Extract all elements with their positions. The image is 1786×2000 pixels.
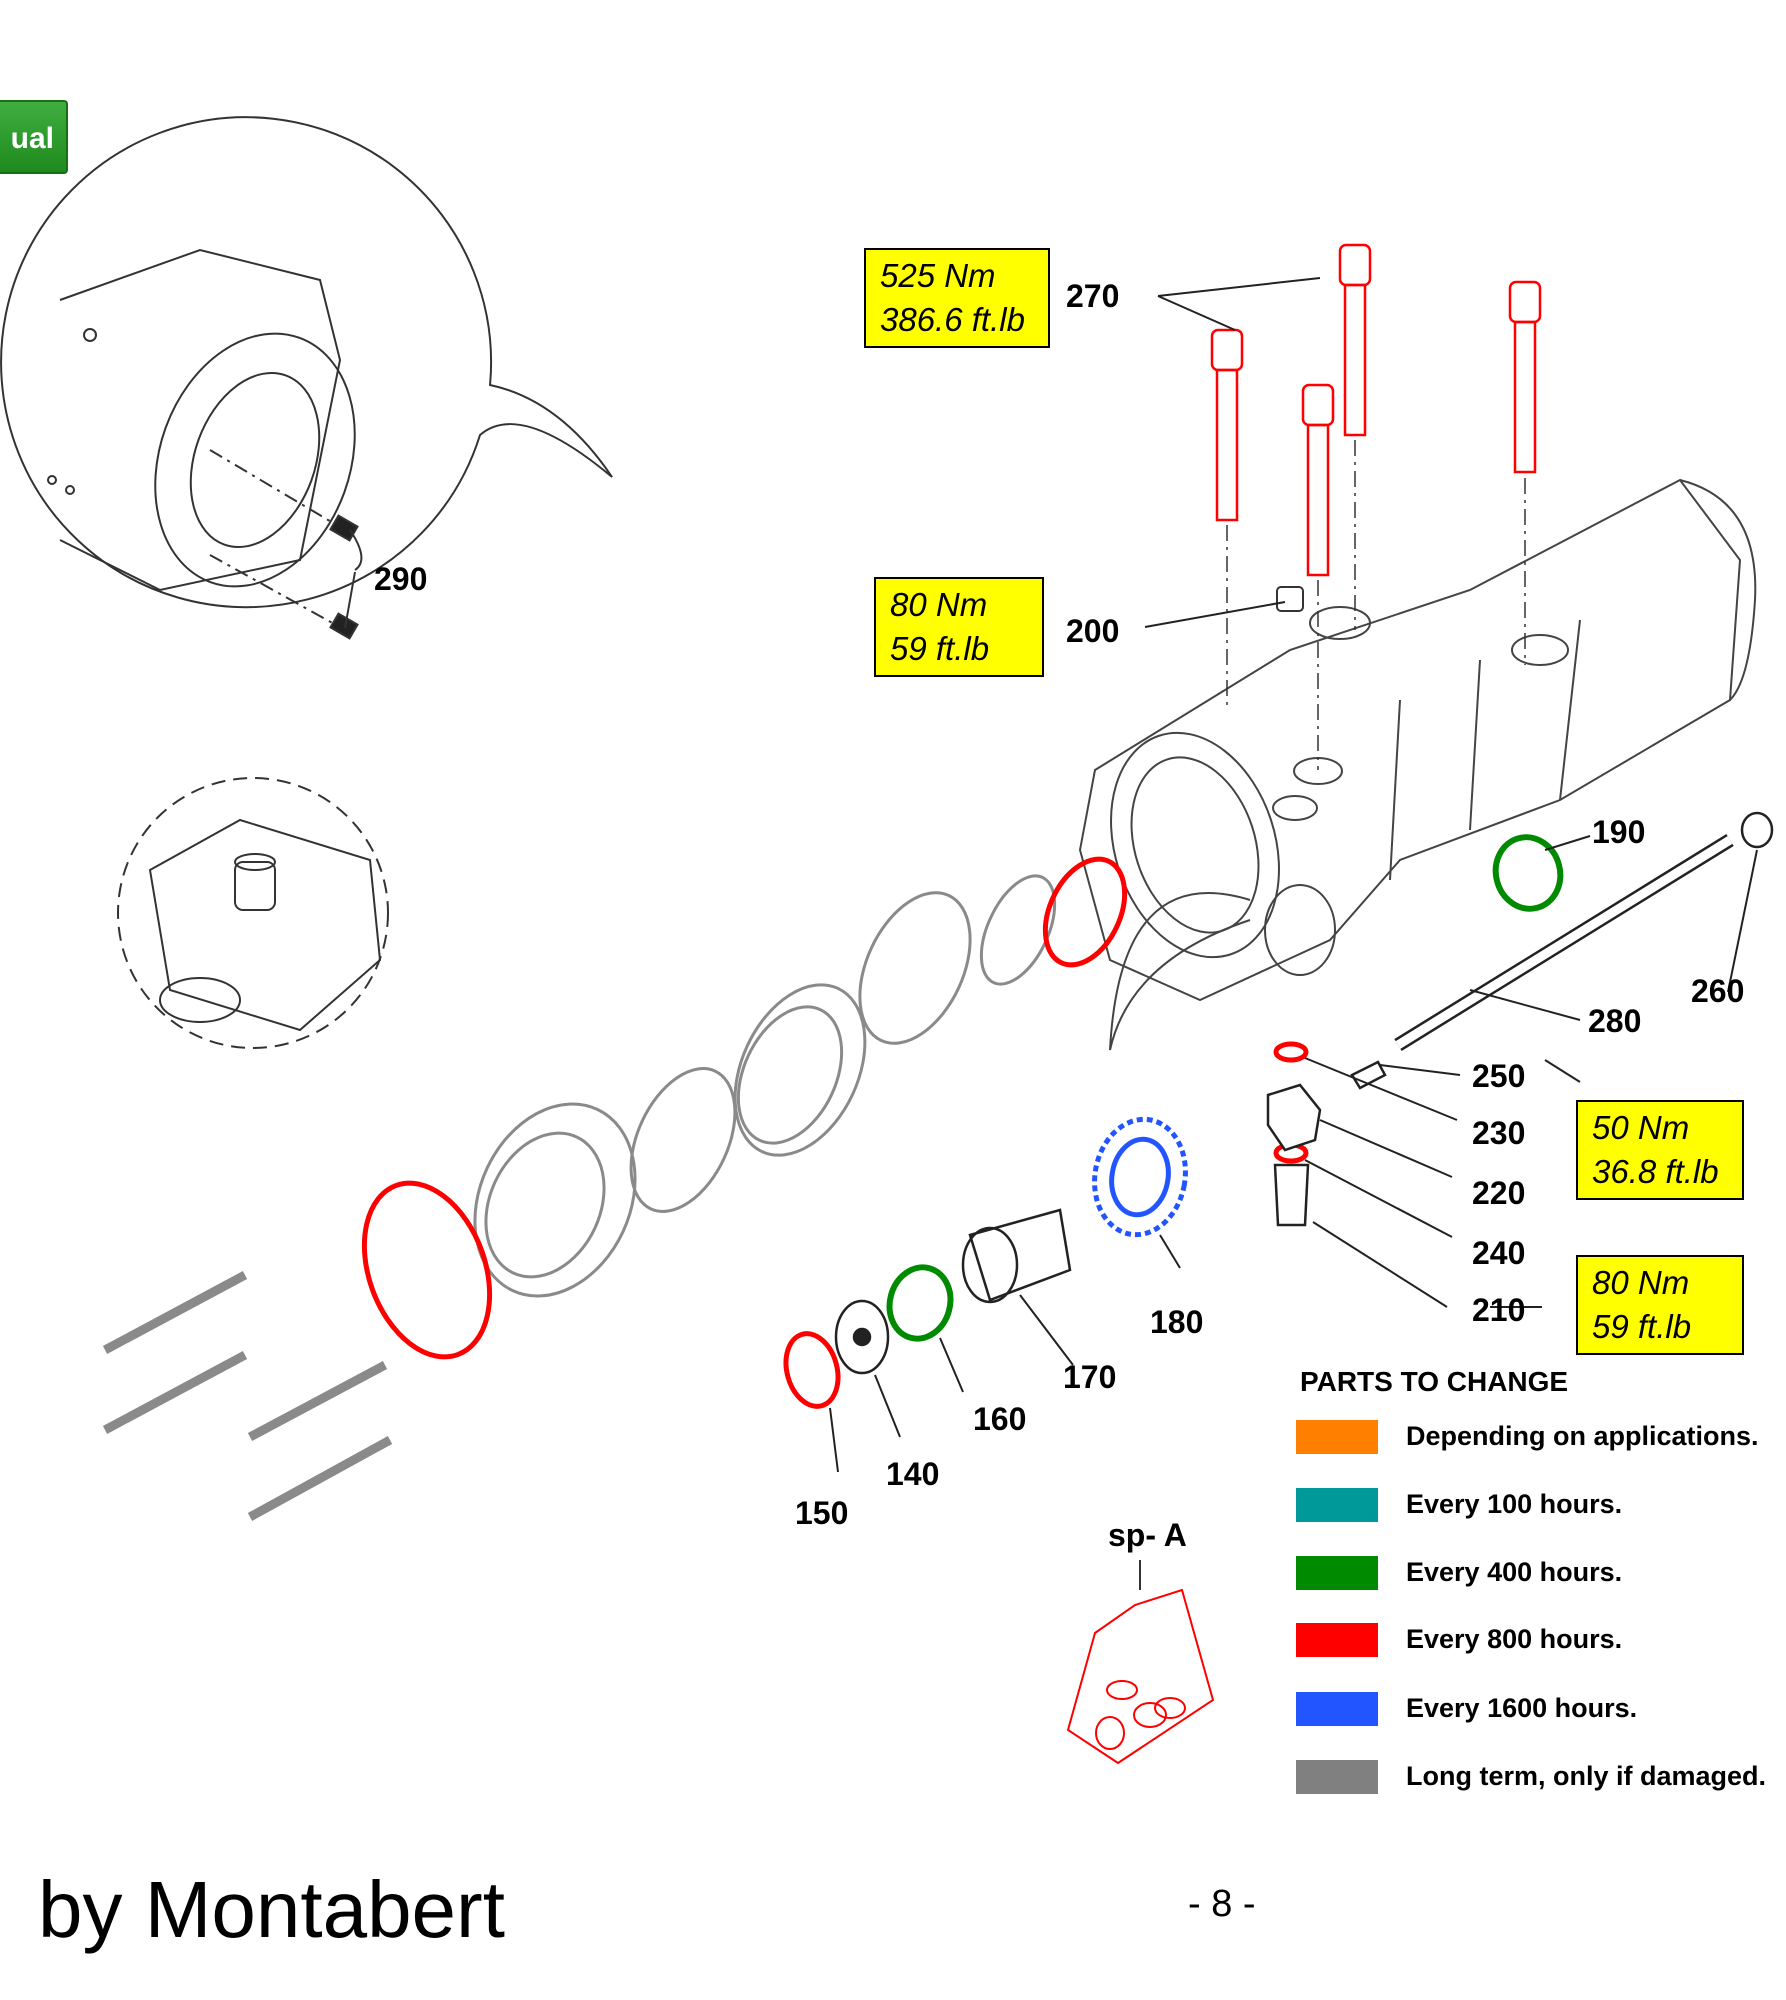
part-label-180: 180 — [1150, 1304, 1204, 1340]
special-kit-label: sp- A — [1108, 1517, 1187, 1553]
part-label-230: 230 — [1472, 1115, 1526, 1151]
footer-brand: by Montabert — [38, 1865, 505, 1954]
torque-box-270: 525 Nm 386.6 ft.lb — [864, 248, 1050, 348]
torque-nm-200: 80 Nm — [890, 586, 988, 623]
torque-nm-270: 525 Nm — [880, 257, 996, 294]
legend-swatch-blue — [1296, 1692, 1378, 1726]
tie-rods — [102, 1271, 393, 1521]
torque-ftlb-210: 59 ft.lb — [1592, 1308, 1692, 1345]
legend-label: Every 800 hours. — [1406, 1624, 1623, 1654]
o-rings-red — [361, 856, 1309, 1409]
part-label-190: 190 — [1592, 814, 1646, 850]
legend-label: Long term, only if damaged. — [1406, 1761, 1767, 1791]
legend-label: Every 100 hours. — [1406, 1489, 1623, 1519]
torque-ftlb-200: 59 ft.lb — [890, 630, 990, 667]
gearbox-housing — [1078, 478, 1757, 1051]
manual-tab-button[interactable]: ual — [0, 100, 68, 174]
bolt-centerlines — [1226, 440, 1526, 770]
torque-nm-250: 50 Nm — [1592, 1109, 1690, 1146]
special-kit-bag — [1066, 1560, 1215, 1765]
internal-gears-gray — [473, 874, 1057, 1298]
part-label-210: 210 — [1472, 1292, 1526, 1328]
part-label-280: 280 — [1588, 1003, 1642, 1039]
legend-title: PARTS TO CHANGE — [1300, 1366, 1569, 1397]
legend-label: Every 1600 hours. — [1406, 1693, 1638, 1723]
plug-200 — [1276, 586, 1304, 612]
part-label-160: 160 — [973, 1401, 1027, 1437]
torque-nm-210: 80 Nm — [1592, 1264, 1690, 1301]
detail-view-magnifier — [0, 116, 613, 640]
legend-swatch-orange — [1296, 1420, 1378, 1454]
leader-lines — [829, 277, 1758, 1473]
legend-swatch-teal — [1296, 1488, 1378, 1522]
legend-label: Depending on applications. — [1406, 1421, 1759, 1451]
gear-180-blue — [1092, 1116, 1188, 1238]
torque-box-250: 50 Nm 36.8 ft.lb — [1576, 1100, 1744, 1200]
legend-swatch-green — [1296, 1556, 1378, 1590]
part-label-260: 260 — [1691, 973, 1745, 1009]
shaft-and-fittings — [834, 811, 1774, 1375]
detail-view-dashed — [117, 777, 389, 1049]
torque-ftlb-270: 386.6 ft.lb — [880, 301, 1025, 338]
part-label-220: 220 — [1472, 1175, 1526, 1211]
part-label-250: 250 — [1472, 1058, 1526, 1094]
part-label-240: 240 — [1472, 1235, 1526, 1271]
part-label-140: 140 — [886, 1456, 940, 1492]
part-label-290: 290 — [374, 561, 428, 597]
bearings-green — [886, 834, 1564, 1342]
bolts-270 — [1210, 243, 1542, 577]
page-number: - 8 - — [1188, 1883, 1256, 1925]
torque-box-200: 80 Nm 59 ft.lb — [874, 577, 1044, 677]
legend-swatch-red — [1296, 1623, 1378, 1657]
torque-ftlb-250: 36.8 ft.lb — [1592, 1153, 1719, 1190]
part-label-170: 170 — [1063, 1359, 1117, 1395]
part-label-200: 200 — [1066, 613, 1120, 649]
part-label-270: 270 — [1066, 278, 1120, 314]
part-label-150: 150 — [795, 1495, 849, 1531]
legend-label: Every 400 hours. — [1406, 1557, 1623, 1587]
torque-box-210: 80 Nm 59 ft.lb — [1576, 1255, 1744, 1355]
legend-swatch-gray — [1296, 1760, 1378, 1794]
